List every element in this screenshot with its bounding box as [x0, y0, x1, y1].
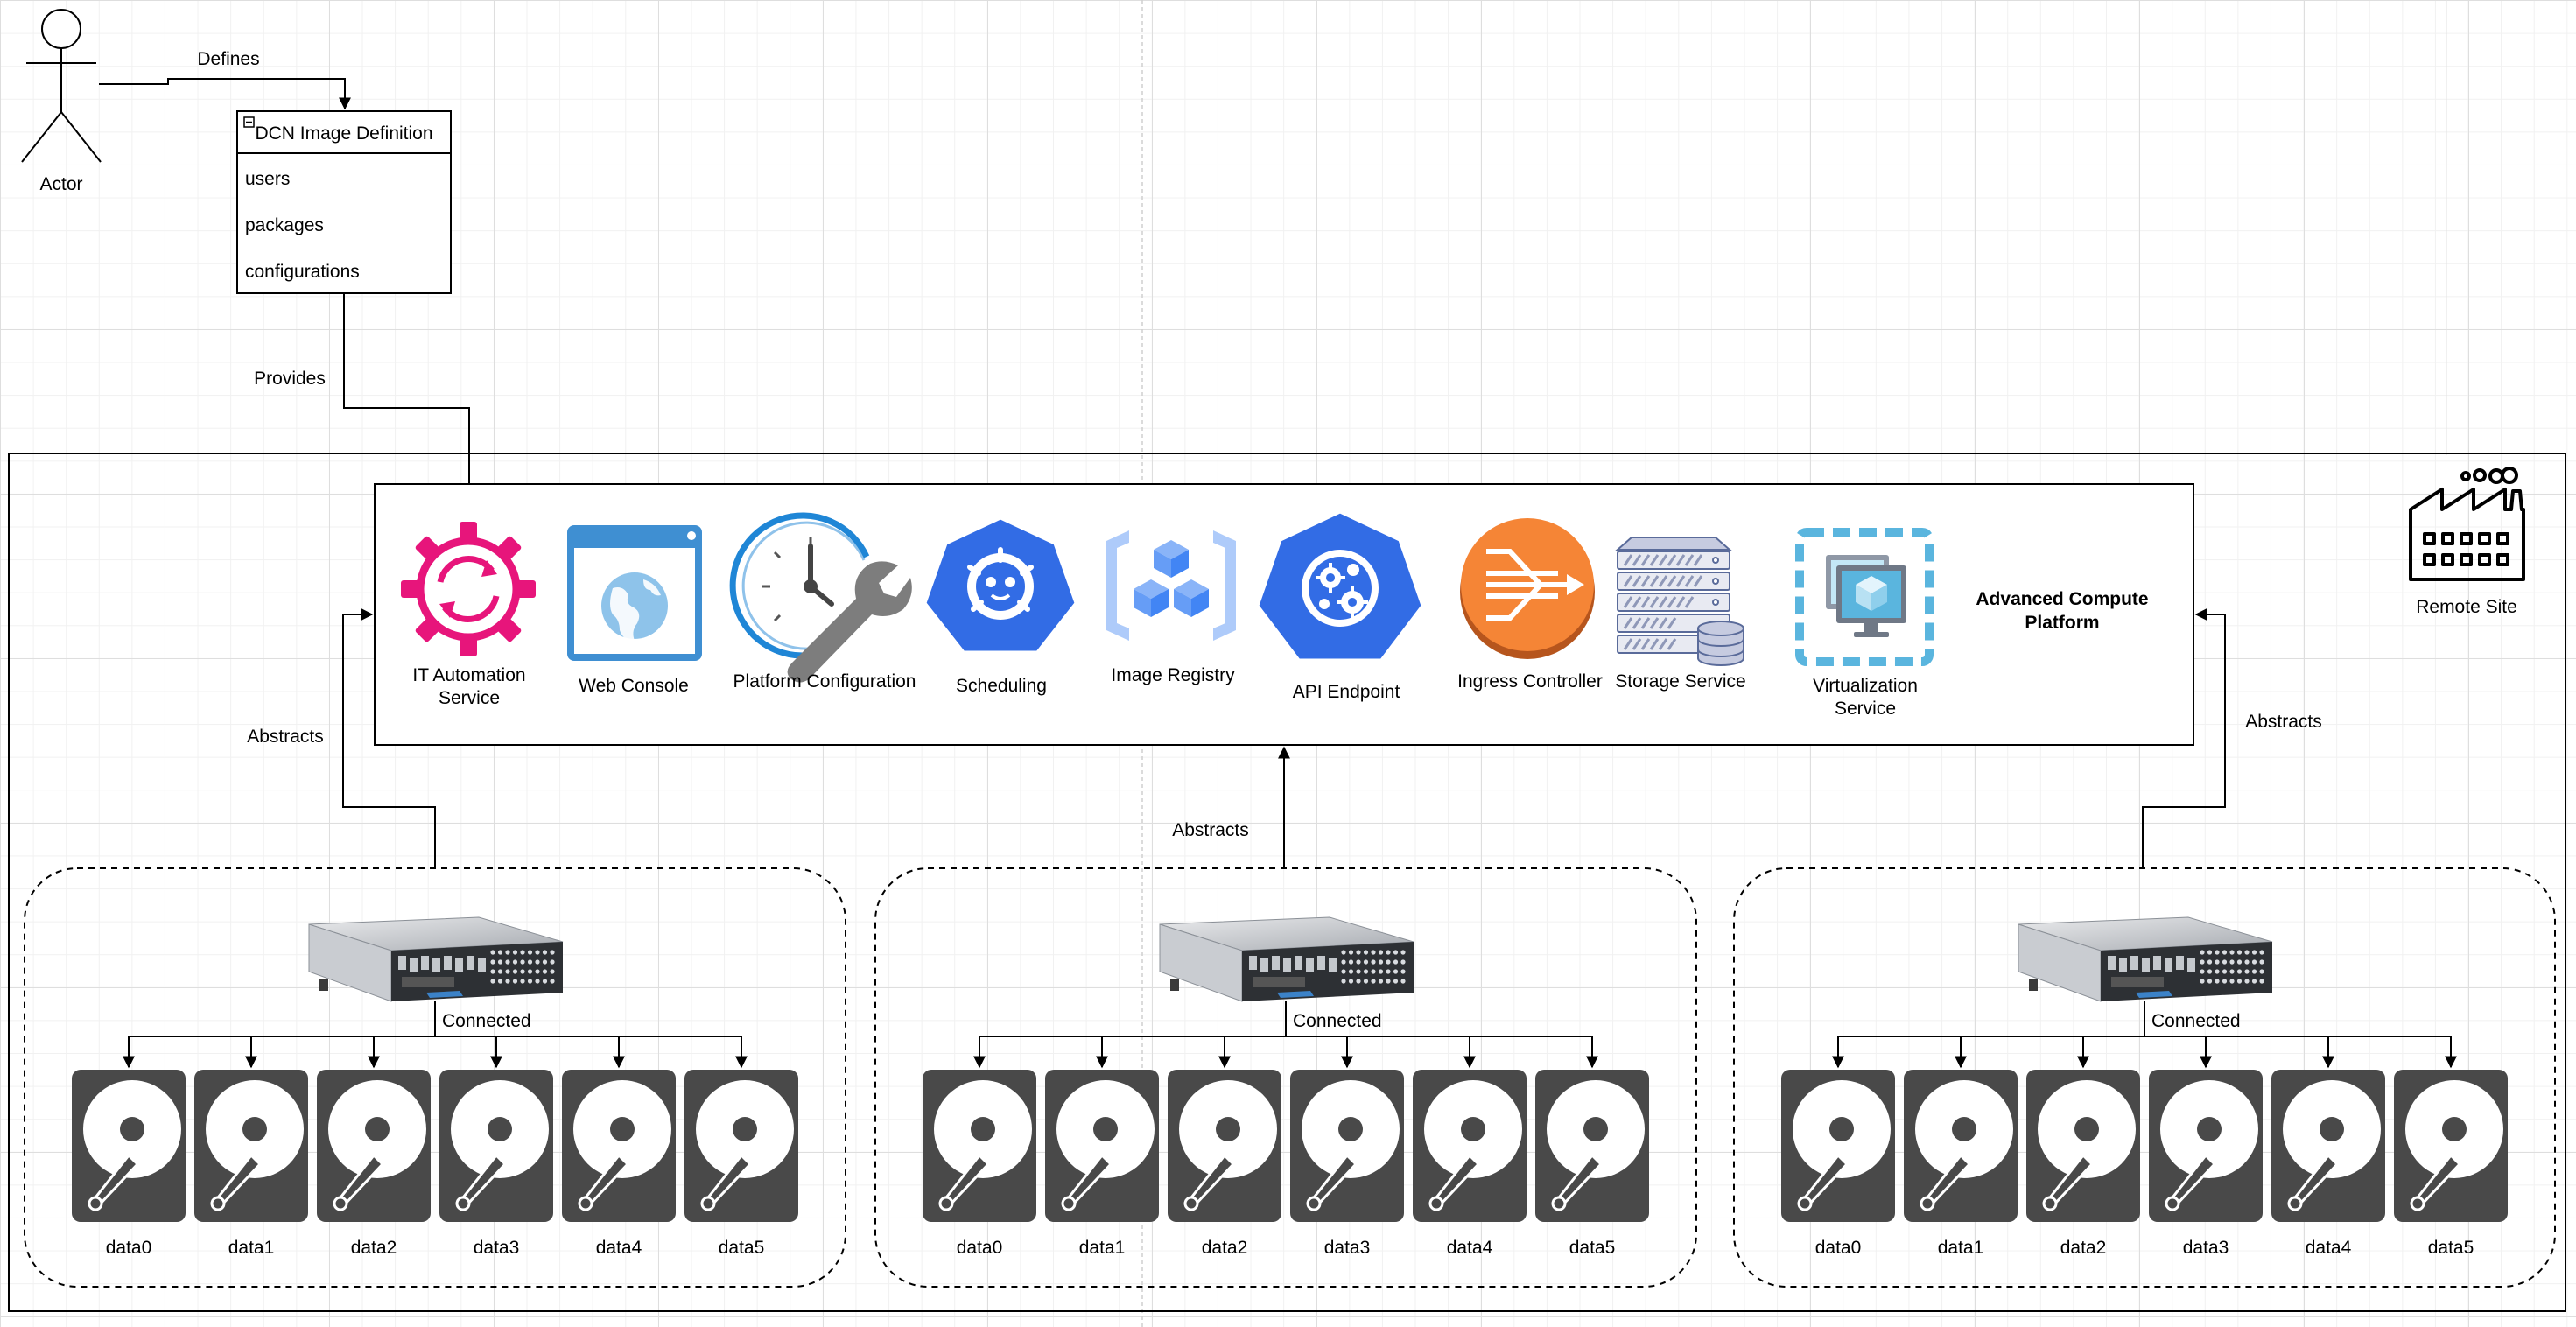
disk-label: data4	[596, 1238, 642, 1258]
connected-label: Connected	[2151, 1011, 2241, 1031]
kubernetes-scheduler-icon	[923, 516, 1077, 654]
server-blade-icon	[1159, 916, 1414, 1002]
abstracts-edge-left-label: Abstracts	[247, 727, 324, 747]
node-cluster-2[interactable]: Connected data0 data1 data2 data3 data4 data5	[1733, 867, 2556, 1288]
server-blade-icon	[308, 916, 564, 1002]
disk-label: data5	[719, 1238, 765, 1258]
cluster-boundary[interactable]	[24, 867, 846, 1288]
disk-label: data2	[2060, 1238, 2107, 1258]
disk-label: data1	[1079, 1238, 1126, 1258]
cluster-boundary[interactable]	[874, 867, 1697, 1288]
image-registry-icon	[1106, 530, 1236, 641]
hard-disk-icon[interactable]	[1535, 1070, 1649, 1222]
provides-edge-label: Provides	[254, 369, 326, 389]
hard-disk-icon[interactable]	[439, 1070, 553, 1222]
hard-disk-icon[interactable]	[562, 1070, 676, 1222]
service-label-virtualization-1: Virtualization	[1813, 676, 1918, 696]
platform-title-line1: Advanced Compute	[1976, 589, 2148, 609]
hard-disk-icon[interactable]	[1290, 1070, 1404, 1222]
disk-label: data3	[474, 1238, 520, 1258]
disk-label: data2	[351, 1238, 397, 1258]
disk-label: data4	[2306, 1238, 2352, 1258]
factory-icon	[2409, 467, 2525, 581]
disk-label: data5	[2428, 1238, 2474, 1258]
actor-figure[interactable]	[21, 9, 102, 163]
service-label-web-console: Web Console	[579, 676, 689, 696]
web-console-icon	[567, 525, 702, 661]
abstracts-edge-center-label: Abstracts	[1172, 820, 1249, 840]
hard-disk-icon[interactable]	[194, 1070, 308, 1222]
disk-label: data1	[228, 1238, 275, 1258]
cluster-boundary[interactable]	[1733, 867, 2556, 1288]
platform-title-line2: Platform	[2025, 613, 2099, 633]
disk-label: data0	[1815, 1238, 1862, 1258]
class-row-users[interactable]: users	[245, 169, 290, 189]
virtualization-icon	[1795, 528, 1934, 666]
service-label-it-automation-2: Service	[439, 688, 500, 708]
node-cluster-0[interactable]: Connected data0 data1 data2 data3 data4 data5	[24, 867, 846, 1288]
abstracts-edge-right-label: Abstracts	[2245, 712, 2322, 732]
service-label-storage-service: Storage Service	[1615, 671, 1745, 692]
server-blade-icon	[2018, 916, 2273, 1002]
defines-edge[interactable]	[99, 78, 351, 110]
disk-label: data1	[1938, 1238, 1984, 1258]
disk-label: data4	[1447, 1238, 1493, 1258]
hard-disk-icon[interactable]	[2394, 1070, 2508, 1222]
dcn-image-definition-box[interactable]	[236, 110, 452, 294]
node-cluster-1[interactable]: Connected data0 data1 data2 data3 data4 data5	[874, 867, 1697, 1288]
actor-label: Actor	[39, 174, 82, 194]
connected-label: Connected	[1293, 1011, 1382, 1031]
hard-disk-icon[interactable]	[72, 1070, 186, 1222]
hard-disk-icon[interactable]	[1781, 1070, 1895, 1222]
provides-edge[interactable]	[343, 293, 475, 522]
ingress-icon	[1460, 518, 1595, 659]
service-label-scheduling: Scheduling	[956, 676, 1047, 696]
class-row-configurations[interactable]: configurations	[245, 262, 360, 282]
hard-disk-icon[interactable]	[317, 1070, 431, 1222]
hard-disk-icon[interactable]	[2149, 1070, 2263, 1222]
abstracts-edge-left[interactable]	[342, 608, 436, 868]
automation-gear-icon	[401, 522, 536, 656]
hard-disk-icon[interactable]	[1045, 1070, 1159, 1222]
hard-disk-icon[interactable]	[1413, 1070, 1527, 1222]
service-label-api-endpoint: API Endpoint	[1293, 682, 1400, 702]
disk-label: data0	[106, 1238, 152, 1258]
class-title: DCN Image Definition	[255, 123, 432, 144]
clock-wrench-icon	[729, 512, 912, 683]
disk-label: data0	[957, 1238, 1003, 1258]
hard-disk-icon[interactable]	[2271, 1070, 2385, 1222]
service-label-platform-configuration: Platform Configuration	[733, 671, 916, 692]
disk-label: data5	[1569, 1238, 1616, 1258]
remote-site-container[interactable]	[8, 453, 2566, 1312]
service-label-it-automation-1: IT Automation	[412, 665, 525, 685]
hard-disk-icon[interactable]	[684, 1070, 798, 1222]
disk-label: data2	[1202, 1238, 1248, 1258]
service-label-virtualization-2: Service	[1835, 699, 1896, 719]
connected-label: Connected	[442, 1011, 531, 1031]
class-row-packages[interactable]: packages	[245, 215, 324, 235]
service-label-ingress-controller: Ingress Controller	[1457, 671, 1603, 692]
disk-label: data3	[1324, 1238, 1371, 1258]
service-label-image-registry: Image Registry	[1111, 665, 1235, 685]
disk-label: data3	[2183, 1238, 2229, 1258]
hard-disk-icon[interactable]	[923, 1070, 1036, 1222]
kubernetes-api-icon	[1256, 510, 1424, 662]
abstracts-edge-right[interactable]	[2142, 608, 2226, 868]
defines-edge-label: Defines	[197, 49, 259, 69]
hard-disk-icon[interactable]	[1904, 1070, 2018, 1222]
hard-disk-icon[interactable]	[1168, 1070, 1281, 1222]
storage-rack-icon	[1615, 537, 1744, 666]
hard-disk-icon[interactable]	[2026, 1070, 2140, 1222]
remote-site-label: Remote Site	[2416, 597, 2517, 617]
